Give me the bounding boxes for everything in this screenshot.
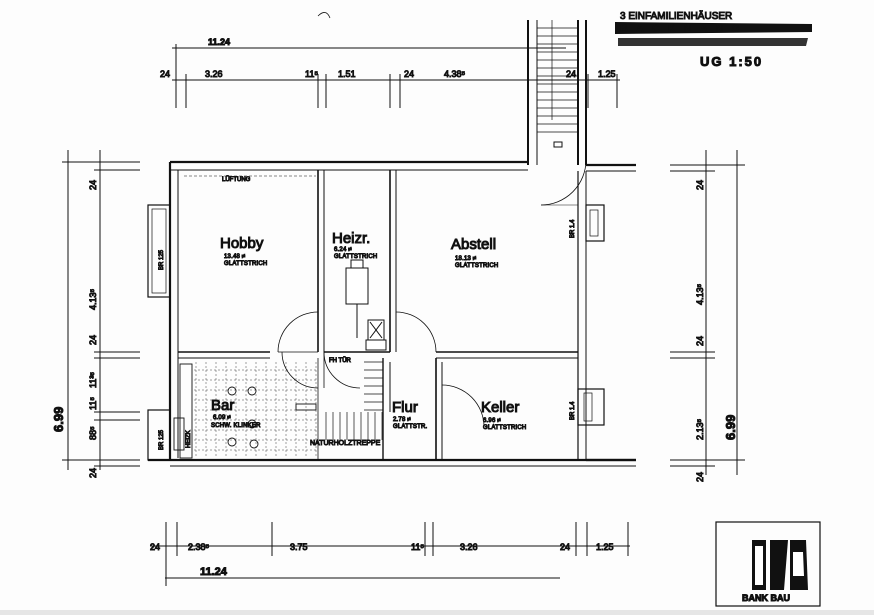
place-name: BACKNANG [620,23,748,35]
right-dim-4: 2.13⁵ [695,418,705,440]
bottom-dim-2: 2.38⁵ [188,542,210,552]
keller-area: 6.96 ≠ [483,418,501,424]
left-dim-4: 11³⁵ [88,372,98,388]
place-banner: BACKNANG [615,22,812,46]
left-dim-3: 24 [88,335,98,345]
hobby-area: 13.48 ≠ [224,254,246,260]
bottom-total-dim: 11.24 [200,566,228,578]
br-left-bottom: BR 125 [159,429,165,450]
bar-name: Bar [211,397,234,414]
interior-stair [325,361,383,440]
left-dim-2: 4.13⁵ [88,288,98,310]
hobby-name: Hobby [220,235,264,252]
right-dim-2: 4.13⁵ [695,283,705,305]
left-total-dim: 6.99 [51,407,66,432]
abstell-finish: GLATTSTRICH [455,263,498,269]
right-dim-1: 24 [695,180,705,190]
top-dim-3: 11⁵ [305,69,318,79]
fire-door-label: FH TÜR [329,357,352,364]
keller-door [441,384,485,428]
bottom-dim-4: 11⁵ [411,542,424,552]
hobby-finish: GLATTSTRICH [224,261,267,267]
flur-finish: GLATTSTR. [393,424,427,430]
bottom-dim-6: 24 [560,542,570,552]
heizr-area: 6.24 ≠ [334,247,352,253]
bar-finish: SCHW. KLINKER [211,423,261,429]
keller-name: Keller [481,399,519,416]
right-dimension-line [670,150,745,475]
top-dim-8: 1.25 [598,69,616,79]
heizr-name: Heizr. [332,230,370,247]
exterior-stair [527,20,587,165]
abstell-area: 18.13 ≠ [455,256,477,262]
right-window-top [585,204,605,242]
left-dimension-line [62,150,140,470]
bottom-dimension-line [150,522,630,586]
br-right-top: BR 1.4 [570,219,576,238]
right-dim-5: 24 [695,472,705,482]
top-dim-2: 3.26 [205,69,223,79]
boiler [345,259,387,351]
br-right-bottom: BR 1.4 [570,401,576,420]
left-dim-7: 24 [88,468,98,478]
hobby-door [277,311,319,353]
heizr-finish: GLATTSTRICH [334,254,377,260]
top-dimension-line [172,44,620,108]
top-total-dim: 11.24 [208,37,230,47]
bar-door [281,351,319,389]
top-dim-4: 1.51 [338,69,356,79]
bar-area: 6.09 ≠ [213,415,231,421]
left-dim-5: 11⁵ [88,397,98,410]
right-dim-3: 24 [695,336,705,346]
project-title: 3 EINFAMILIENHÄUSER [620,10,732,22]
top-dim-1: 24 [160,69,170,79]
scale-label: UG 1:50 [700,54,763,69]
bottom-dim-3: 3.75 [290,542,308,552]
hobby-ventilation-note: LÜFTUNG [222,176,251,183]
bottom-dim-5: 3.26 [460,542,478,552]
logo-text: BANK BAU [742,593,790,603]
left-dim-6: 88⁵ [88,426,98,440]
right-total-dim: 6.99 [723,415,738,440]
interior-walls [178,170,578,460]
bottom-dim-1: 24 [150,542,160,552]
br-left-top: BR 125 [159,249,165,270]
bottom-dim-7: 1.25 [596,542,614,552]
top-dim-7: 24 [566,69,576,79]
keller-finish: GLATTSTRICH [483,425,526,431]
top-dim-6: 4.38⁵ [444,69,466,79]
flur-area: 2.78 ≠ [393,417,411,423]
bar-heater-label: HEIZK [186,430,192,448]
left-window-top [147,204,171,298]
stair-label: NATURHOLZTREPPE [310,440,381,447]
heizr-door [323,351,361,389]
top-dim-5: 24 [404,69,414,79]
bar-fixtures [173,363,317,459]
left-window-bottom [147,409,171,461]
left-dim-1: 24 [88,180,98,190]
flur-name: Flur [392,399,418,416]
bank-bau-logo: BANK BAU [715,521,821,607]
right-window-bottom [577,388,605,426]
scan-edge [0,610,874,615]
abstell-name: Abstell [451,236,496,253]
abstell-door [395,311,437,353]
